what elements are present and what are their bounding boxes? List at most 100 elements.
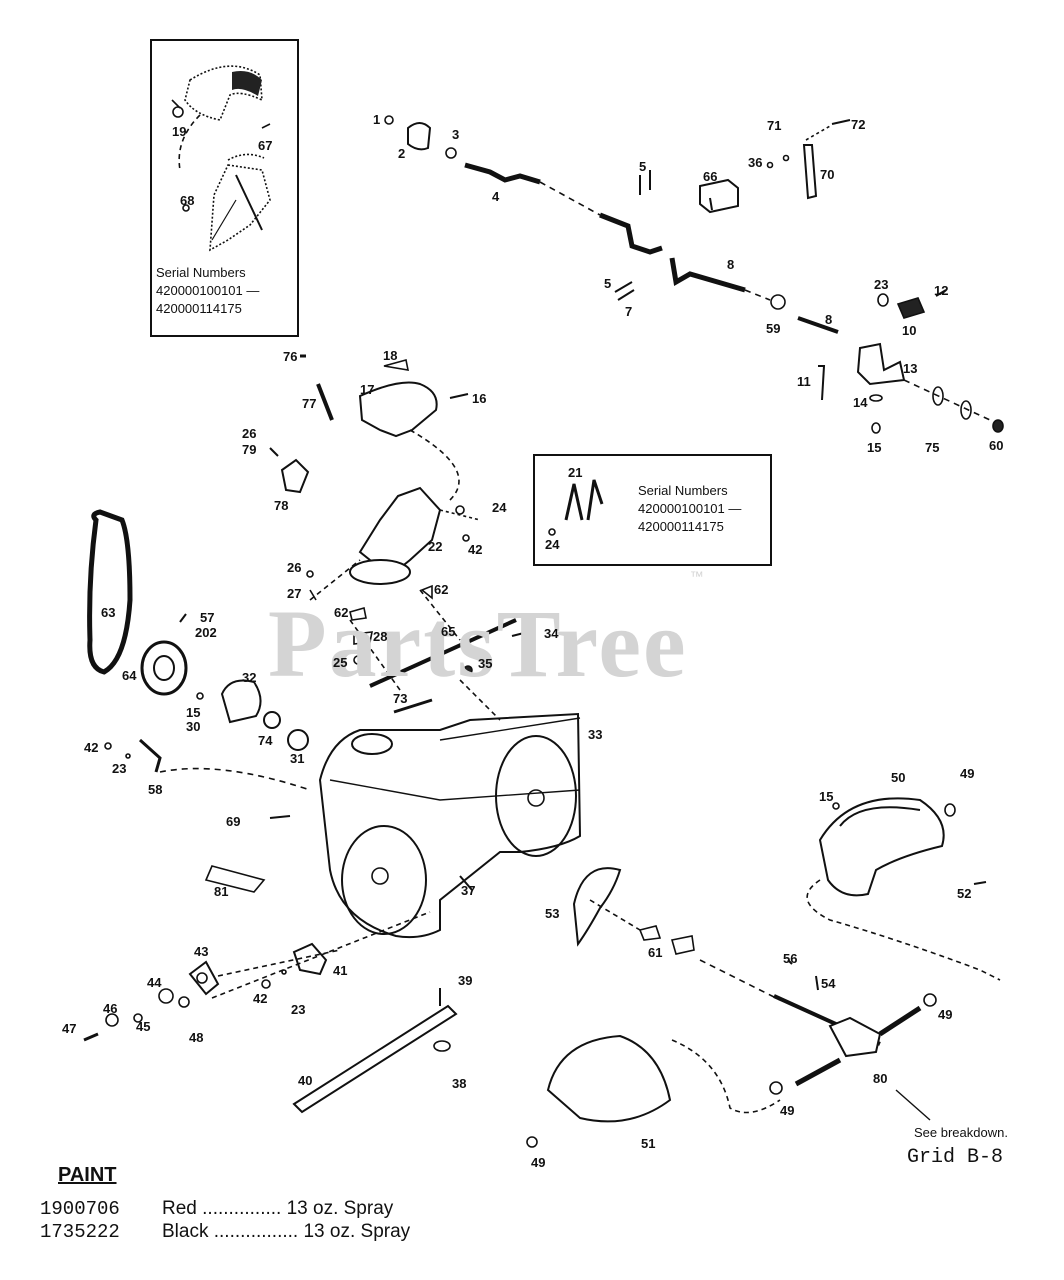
- chute-deflector-part-19: [184, 65, 263, 121]
- see-breakdown-note: See breakdown.: [914, 1125, 1008, 1140]
- callout-75: 75: [925, 440, 940, 455]
- callout-16: 16: [472, 391, 487, 406]
- inset-top-left-text: Serial Numbers 420000100101 — 4200001141…: [156, 265, 260, 316]
- callout-24b: 24: [545, 537, 560, 552]
- callout-69: 69: [226, 814, 241, 829]
- bearing-flange-part-43: [188, 960, 220, 996]
- callout-32: 32: [242, 670, 257, 685]
- callout-66: 66: [703, 169, 718, 184]
- spring-part-10: [896, 297, 926, 319]
- callout-47: 47: [62, 1021, 77, 1036]
- callout-76: 76: [283, 349, 298, 364]
- callout-8b: 8: [825, 312, 833, 327]
- belt-part-63: [87, 509, 133, 675]
- bearing-plate-part-32: [220, 679, 262, 724]
- callout-44: 44: [147, 975, 162, 990]
- callout-46: 46: [103, 1001, 118, 1016]
- callout-49d: 49: [531, 1155, 546, 1170]
- callout-15: 15: [867, 440, 882, 455]
- mount-bracket-part-13: [856, 342, 906, 386]
- callout-52: 52: [957, 886, 972, 901]
- callout-62b: 62: [334, 605, 349, 620]
- callout-43: 43: [194, 944, 209, 959]
- callout-70: 70: [820, 167, 835, 182]
- callout-36: 36: [748, 155, 763, 170]
- callout-25: 25: [333, 655, 348, 670]
- link-part-70: [802, 144, 818, 200]
- callout-14: 14: [853, 395, 868, 410]
- inset-box-top-left: [150, 39, 299, 337]
- callout-15b: 15: [186, 705, 201, 720]
- callout-68: 68: [180, 193, 195, 208]
- bracket-part-41: [292, 942, 328, 976]
- callout-24: 24: [492, 500, 507, 515]
- callout-202: 202: [195, 625, 217, 640]
- paint-desc: Black ................ 13 oz. Spray: [162, 1221, 411, 1242]
- callout-39: 39: [458, 973, 473, 988]
- callout-23c: 23: [291, 1002, 306, 1017]
- callout-40: 40: [298, 1073, 313, 1088]
- callout-7: 7: [625, 304, 633, 319]
- callout-56: 56: [783, 951, 798, 966]
- callout-50: 50: [891, 770, 906, 785]
- knob-part-2: [407, 122, 432, 151]
- callout-26: 26: [242, 426, 257, 441]
- callout-13: 13: [903, 361, 918, 376]
- auger-spiral-part-50: [818, 797, 945, 897]
- callout-23: 23: [874, 277, 889, 292]
- callout-42c: 42: [253, 991, 268, 1006]
- paint-code: 1900706: [40, 1198, 120, 1220]
- callout-23b: 23: [112, 761, 127, 776]
- callout-59: 59: [766, 321, 781, 336]
- crank-rod-part-4: [464, 162, 541, 185]
- watermark: PartsTree™: [268, 568, 706, 697]
- callout-77: 77: [302, 396, 317, 411]
- callout-22: 22: [428, 539, 443, 554]
- callout-74: 74: [258, 733, 273, 748]
- callout-61: 61: [648, 945, 663, 960]
- crank-part-78: [280, 458, 310, 494]
- scraper-bar-part-40: [292, 1004, 458, 1114]
- callout-33: 33: [588, 727, 603, 742]
- callout-71: 71: [767, 118, 782, 133]
- callout-62: 62: [434, 582, 449, 597]
- callout-17: 17: [360, 382, 375, 397]
- callout-41: 41: [333, 963, 348, 978]
- auger-spiral-part-53: [572, 867, 622, 947]
- callout-34: 34: [544, 626, 559, 641]
- inset-mid-right-text: Serial Numbers 420000100101 — 4200001141…: [638, 483, 742, 534]
- callout-53: 53: [545, 906, 560, 921]
- callout-37: 37: [461, 883, 476, 898]
- callout-21: 21: [568, 465, 583, 480]
- inset-box-mid-right: [533, 454, 772, 566]
- callout-1: 1: [373, 112, 381, 127]
- callout-58: 58: [148, 782, 163, 797]
- callout-54: 54: [821, 976, 836, 991]
- callout-67: 67: [258, 138, 273, 153]
- callout-38: 38: [452, 1076, 467, 1091]
- callout-31: 31: [290, 751, 305, 766]
- callout-73: 73: [393, 691, 408, 706]
- callout-48: 48: [189, 1030, 204, 1045]
- callout-72: 72: [851, 117, 866, 132]
- callout-11: 11: [797, 374, 811, 389]
- callout-19: 19: [172, 124, 187, 139]
- callout-81: 81: [214, 884, 229, 899]
- callout-2: 2: [398, 146, 406, 161]
- callout-27: 27: [287, 586, 302, 601]
- auger-spiral-part-51: [546, 1034, 672, 1123]
- grid-reference: Grid B-8: [907, 1146, 1004, 1169]
- paint-code: 1735222: [40, 1221, 120, 1243]
- shaft-part-8: [669, 257, 746, 293]
- callout-78: 78: [274, 498, 289, 513]
- callout-5b: 5: [604, 276, 612, 291]
- callout-28: 28: [373, 629, 388, 644]
- paint-desc: Red ............... 13 oz. Spray: [162, 1198, 394, 1219]
- callout-42: 42: [468, 542, 483, 557]
- callout-26b: 26: [287, 560, 302, 575]
- callout-42b: 42: [84, 740, 99, 755]
- bracket-part-66: [699, 178, 739, 214]
- callout-80: 80: [873, 1071, 888, 1086]
- paint-title: PAINT: [58, 1164, 117, 1186]
